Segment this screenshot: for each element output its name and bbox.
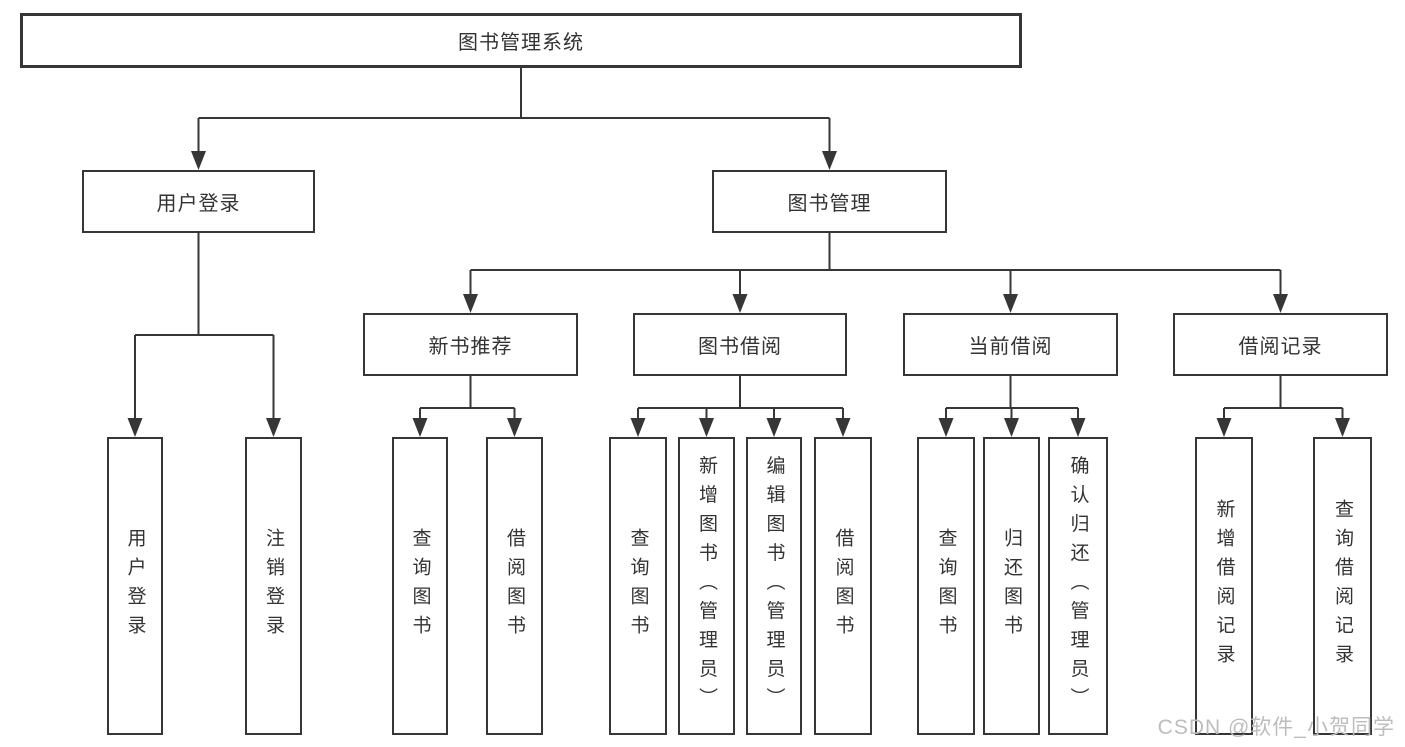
- leaf-label: 查询借阅记录: [1332, 499, 1353, 673]
- leaf-user-login: 用户登录: [107, 437, 163, 735]
- node-label: 当前借阅: [968, 336, 1053, 358]
- leaf-borrow-books-borrowing: 借阅图书: [814, 437, 872, 735]
- leaf-add-borrow-record: 新增借阅记录: [1195, 437, 1253, 735]
- leaf-borrow-books-recommend: 借阅图书: [486, 437, 543, 735]
- leaf-label: 查询图书: [409, 528, 431, 644]
- node-borrowing-records: 借阅记录: [1173, 313, 1388, 376]
- node-label: 图书管理: [787, 193, 872, 215]
- leaf-query-books-current: 查询图书: [917, 437, 975, 735]
- leaf-query-books-borrowing: 查询图书: [609, 437, 667, 735]
- node-book-borrowing: 图书借阅: [633, 313, 847, 376]
- leaf-query-books-recommend: 查询图书: [392, 437, 448, 735]
- node-user-login: 用户登录: [82, 170, 315, 233]
- leaf-query-borrow-record: 查询借阅记录: [1313, 437, 1372, 735]
- leaf-label: 编辑图书（管理员）: [763, 455, 785, 717]
- node-label: 新书推荐: [428, 336, 513, 358]
- leaf-label: 查询图书: [627, 528, 649, 644]
- leaf-label: 确认归还（管理员）: [1067, 455, 1089, 717]
- watermark-csdn: CSDN @软件_小贺同学: [1157, 716, 1395, 739]
- leaf-label: 归还图书: [1001, 528, 1022, 644]
- node-new-book-recommend: 新书推荐: [363, 313, 578, 376]
- leaf-add-books-admin: 新增图书（管理员）: [678, 437, 735, 735]
- leaf-confirm-return-admin: 确认归还（管理员）: [1048, 437, 1108, 735]
- leaf-label: 用户登录: [124, 528, 146, 644]
- node-current-borrowing: 当前借阅: [903, 313, 1118, 376]
- node-label: 图书借阅: [698, 336, 782, 358]
- node-library-system: 图书管理系统: [20, 13, 1022, 68]
- node-label: 借阅记录: [1238, 336, 1323, 358]
- node-label: 用户登录: [156, 193, 241, 215]
- leaf-label: 新增借阅记录: [1213, 499, 1235, 673]
- leaf-label: 注销登录: [263, 528, 284, 644]
- leaf-edit-books-admin: 编辑图书（管理员）: [746, 437, 802, 735]
- leaf-logout: 注销登录: [245, 437, 302, 735]
- leaf-label: 借阅图书: [504, 528, 525, 644]
- leaf-label: 查询图书: [935, 528, 957, 644]
- leaf-label: 借阅图书: [832, 528, 854, 644]
- node-book-management: 图书管理: [712, 170, 947, 233]
- leaf-label: 新增图书（管理员）: [696, 455, 717, 717]
- node-label: 图书管理系统: [458, 32, 584, 54]
- leaf-return-books: 归还图书: [983, 437, 1040, 735]
